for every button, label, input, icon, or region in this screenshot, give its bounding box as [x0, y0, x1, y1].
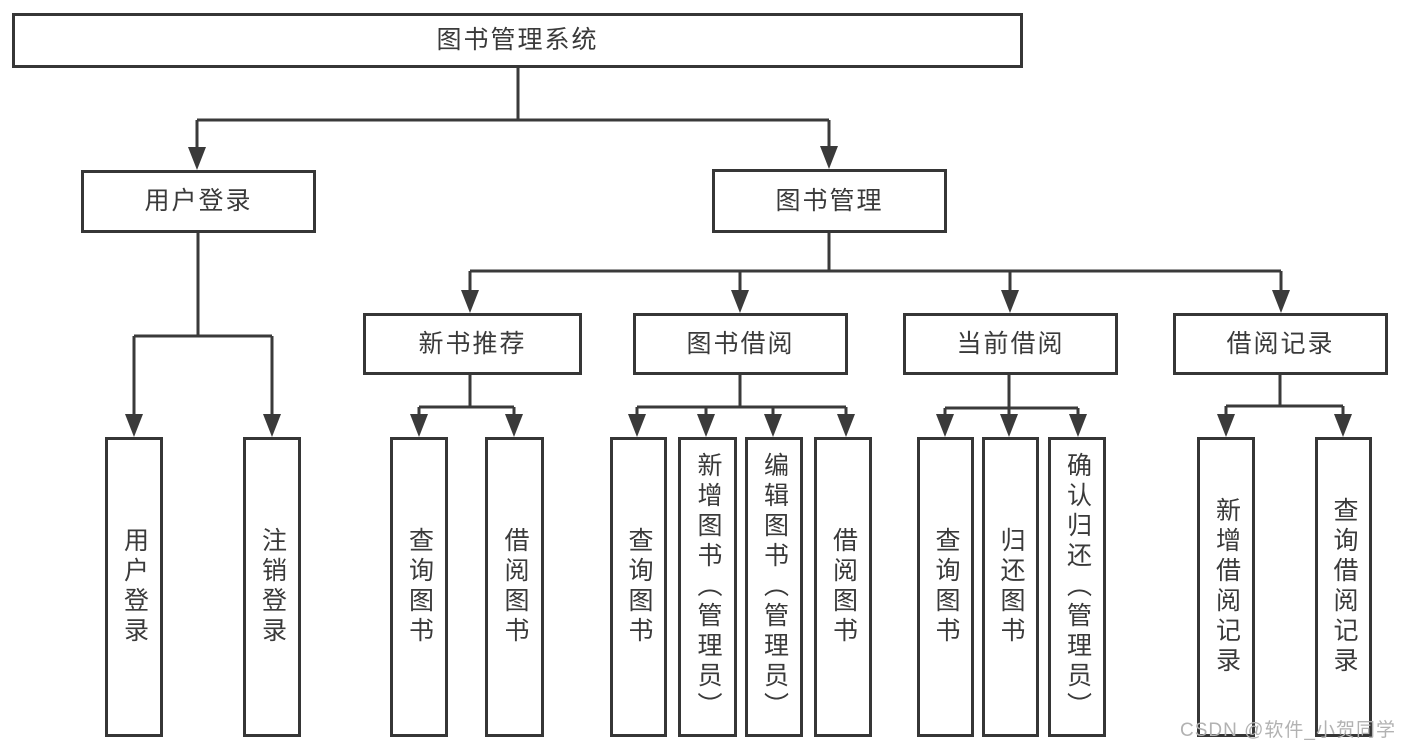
leaf-query-books-current: 查询图书 [917, 437, 974, 737]
node-new-book-recommendation: 新书推荐 [363, 313, 582, 375]
leaf-confirm-return-admin: 确认归还（管理员） [1048, 437, 1106, 737]
arrow-down-icons [125, 146, 1352, 437]
node-label: 查询图书 [932, 527, 960, 647]
leaf-return-books: 归还图书 [982, 437, 1039, 737]
leaf-edit-books-admin: 编辑图书（管理员） [745, 437, 803, 737]
node-label: 借阅记录 [1226, 329, 1335, 358]
node-label: 借阅图书 [501, 527, 529, 647]
leaf-borrow-books: 借阅图书 [814, 437, 872, 737]
node-label: 借阅图书 [829, 527, 858, 647]
node-book-borrowing: 图书借阅 [633, 313, 848, 375]
node-label: 注销登录 [258, 527, 287, 647]
leaf-logout-login: 注销登录 [243, 437, 301, 737]
node-label: 确认归还（管理员） [1063, 452, 1092, 722]
leaf-add-borrow-record: 新增借阅记录 [1197, 437, 1255, 737]
node-label: 新书推荐 [418, 329, 527, 358]
node-library-management-system: 图书管理系统 [12, 13, 1023, 68]
node-label: 编辑图书（管理员） [760, 452, 789, 722]
node-label: 当前借阅 [956, 329, 1065, 358]
leaf-query-books-borrow: 查询图书 [610, 437, 667, 737]
leaf-add-books-admin: 新增图书（管理员） [678, 437, 737, 737]
leaf-borrow-books-recommend: 借阅图书 [485, 437, 544, 737]
node-label: 用户登录 [144, 187, 253, 215]
leaf-query-books-recommend: 查询图书 [390, 437, 448, 737]
tree-edges [132, 65, 1345, 433]
node-label: 图书借阅 [686, 329, 795, 358]
node-label: 查询图书 [625, 527, 653, 647]
node-label: 查询借阅记录 [1330, 497, 1358, 677]
node-book-management: 图书管理 [712, 169, 947, 233]
node-label: 新增图书（管理员） [694, 452, 722, 722]
leaf-query-borrow-record: 查询借阅记录 [1315, 437, 1372, 737]
watermark-text: CSDN @软件_小贺同学 [1180, 720, 1396, 741]
node-label: 用户登录 [120, 527, 149, 647]
node-label: 新增借阅记录 [1212, 497, 1241, 677]
node-label: 图书管理 [775, 186, 884, 215]
node-label: 图书管理系统 [436, 26, 599, 54]
node-current-borrowing: 当前借阅 [903, 313, 1118, 375]
node-borrowing-records: 借阅记录 [1173, 313, 1388, 375]
node-label: 查询图书 [405, 527, 434, 647]
node-user-login: 用户登录 [81, 170, 316, 233]
leaf-user-login: 用户登录 [105, 437, 163, 737]
node-label: 归还图书 [997, 527, 1025, 647]
